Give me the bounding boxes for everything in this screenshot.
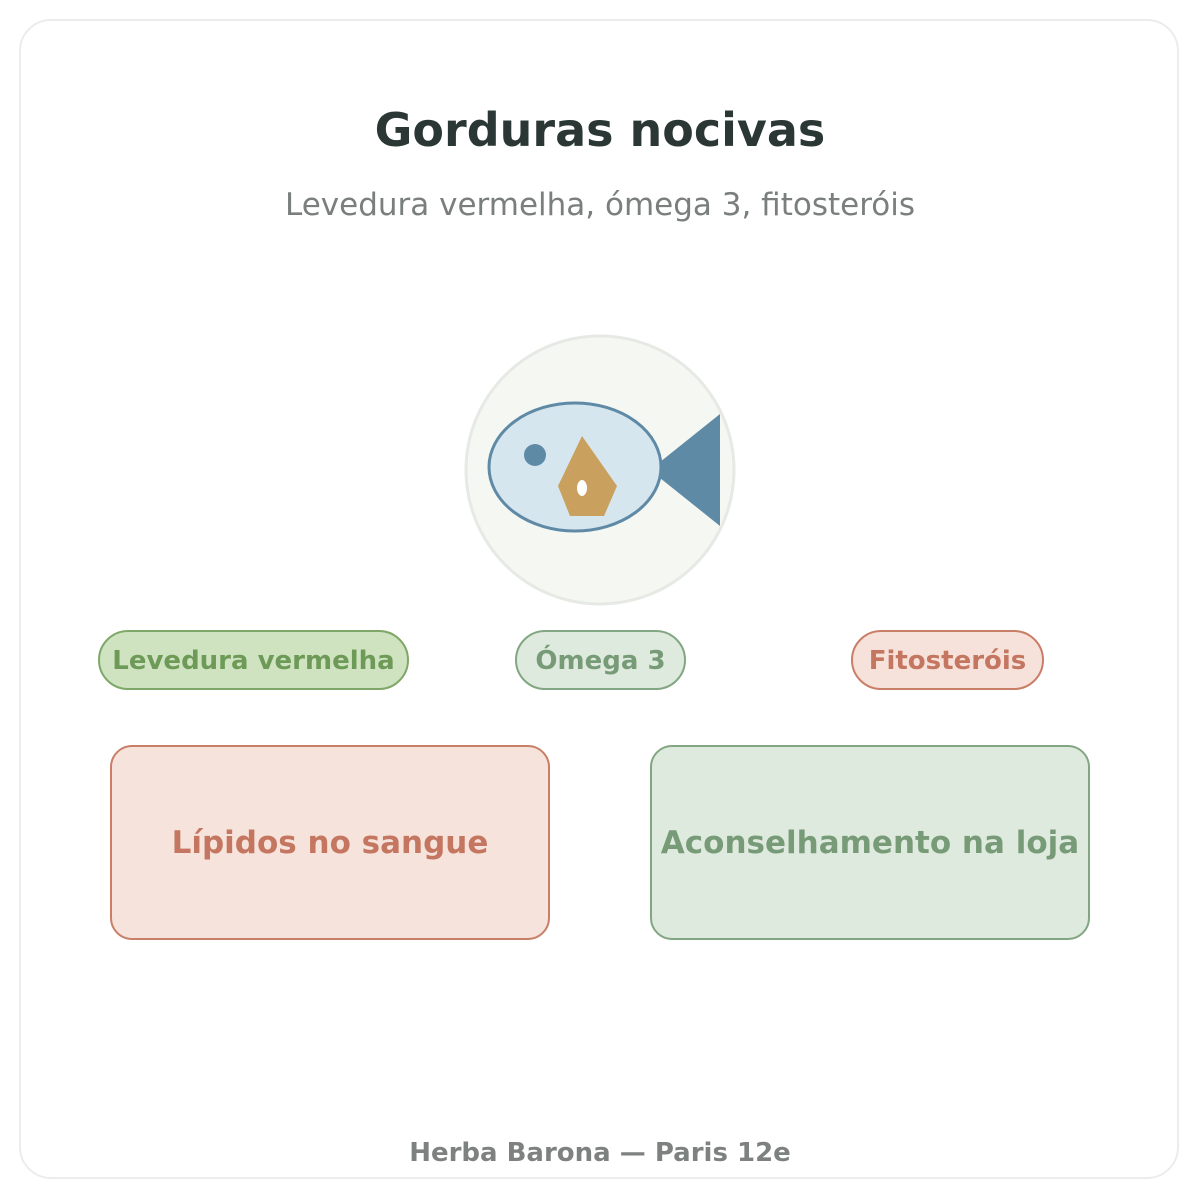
footer-text: Herba Barona — Paris 12e [409, 1138, 791, 1168]
fish-tail [650, 414, 720, 526]
tag-omega-3: Ómega 3 [515, 630, 686, 690]
drop-highlight [577, 480, 587, 496]
fish-eye [524, 444, 546, 466]
box-label: Aconselhamento na loja [660, 824, 1080, 861]
tag-levedura-vermelha: Levedura vermelha [98, 630, 409, 690]
fish-icon [464, 334, 736, 606]
oil-drop-icon [558, 436, 617, 516]
box-lipidos-no-sangue: Lípidos no sangue [110, 745, 550, 940]
box-aconselhamento-na-loja: Aconselhamento na loja [650, 745, 1090, 940]
page-title: Gorduras nocivas [374, 103, 826, 157]
box-label: Lípidos no sangue [171, 824, 489, 861]
page-subtitle: Levedura vermelha, ómega 3, fitosteróis [284, 187, 915, 223]
emblem [464, 334, 736, 610]
tag-fitosterois: Fitosteróis [851, 630, 1044, 690]
